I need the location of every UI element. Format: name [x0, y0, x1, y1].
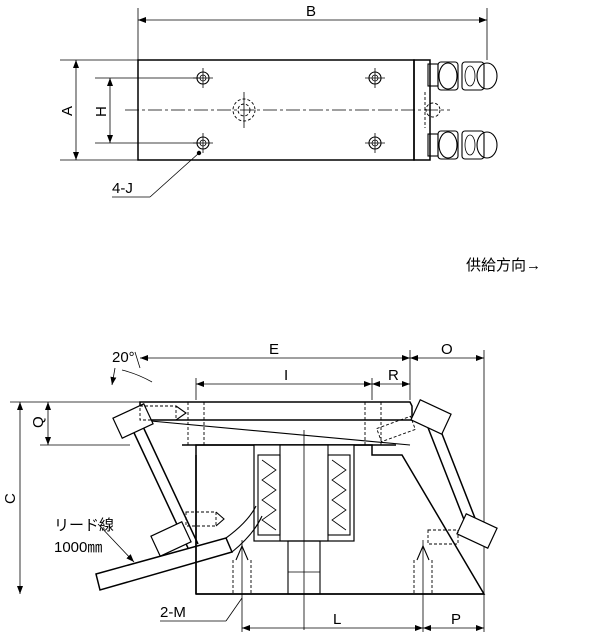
- mount-hole: [193, 68, 213, 88]
- damper-bottom-pair: [427, 130, 498, 160]
- base-mount-right: [413, 540, 433, 632]
- dim-l-label: L: [333, 611, 341, 628]
- dim-e-label: E: [269, 341, 279, 358]
- damper-top-pair: [427, 61, 498, 91]
- dim-o-label: O: [441, 341, 453, 358]
- front-view: E O 20° I R C Q: [2, 341, 498, 632]
- dim-a-label: A: [59, 106, 76, 116]
- dim-c-label: C: [2, 493, 19, 504]
- dim-r-label: R: [388, 367, 399, 384]
- dim-p-label: P: [451, 611, 461, 628]
- leaf-spring-left: [112, 403, 225, 557]
- end-hidden-hole: [424, 92, 441, 128]
- mount-hole: [193, 133, 213, 153]
- leaf-spring-right: [376, 399, 498, 549]
- top-view: B A H: [59, 3, 498, 198]
- mount-hole: [365, 133, 385, 153]
- dim-i-label: I: [284, 367, 288, 384]
- dim-h-label: H: [93, 106, 110, 117]
- hole-callout: 4-J: [112, 180, 133, 197]
- center-hidden-hole: [232, 92, 256, 128]
- mount-hole: [365, 68, 385, 88]
- base-mount-left: [232, 540, 252, 632]
- angle-label: 20°: [112, 349, 135, 366]
- lead-wire-length: 1000㎜: [54, 539, 102, 556]
- dim-q-label: Q: [30, 416, 47, 428]
- supply-direction-label: 供給方向→: [466, 257, 541, 274]
- dim-b-label: B: [306, 3, 316, 20]
- mount-callout: 2-M: [160, 604, 186, 621]
- lead-wire-label: リード線: [54, 517, 114, 534]
